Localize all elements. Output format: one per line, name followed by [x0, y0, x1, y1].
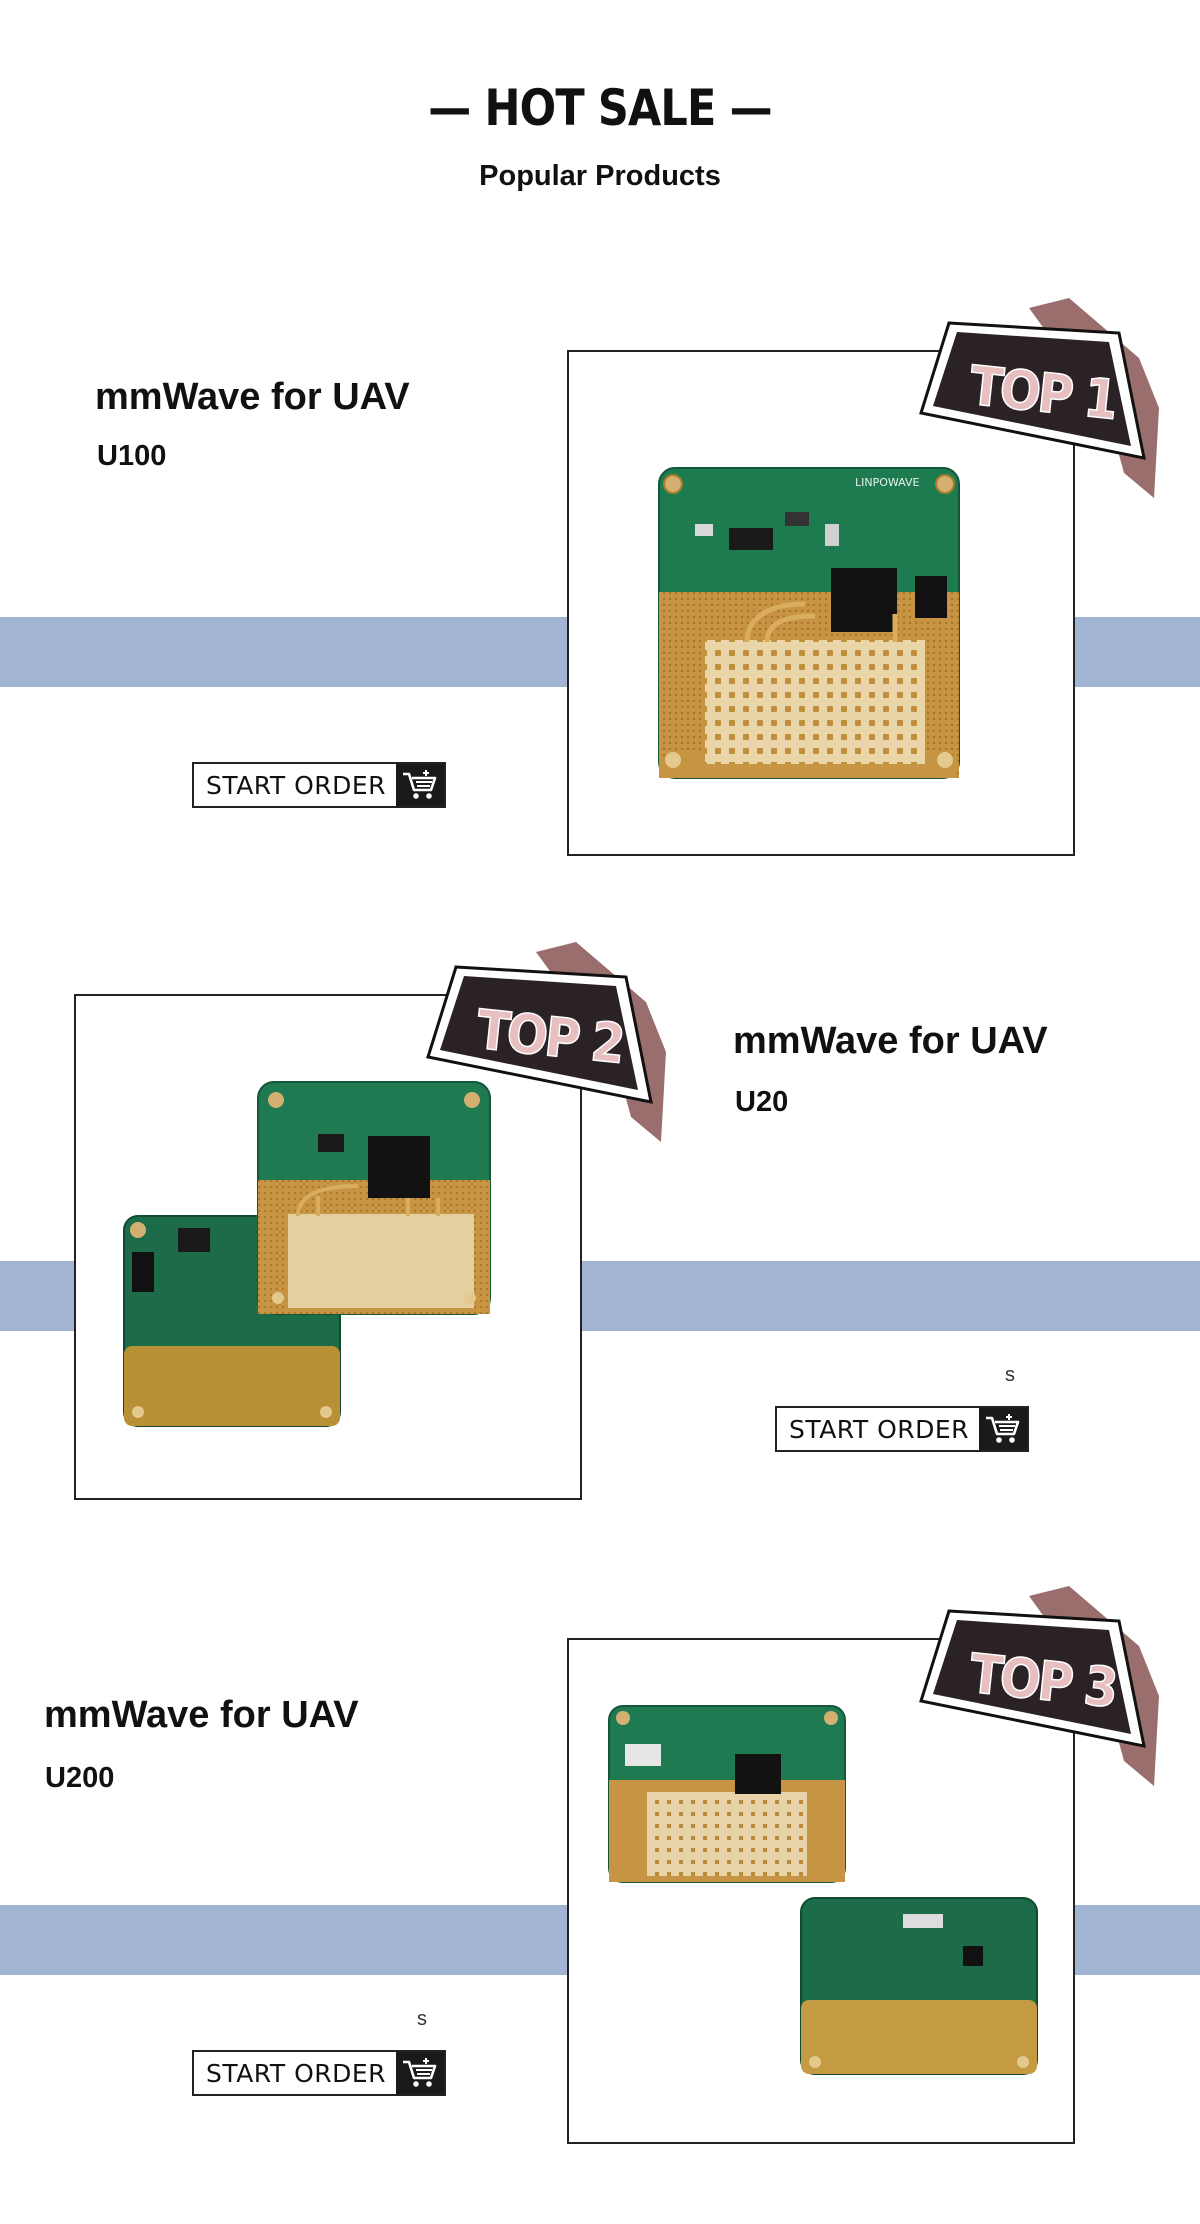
cart-icon [396, 2052, 445, 2094]
product-title: mmWave for UAV [95, 376, 410, 418]
product-section-u200: mmWave for UAV U200 s START ORDER [0, 1586, 1200, 2208]
start-order-button[interactable]: START ORDER [192, 2050, 447, 2096]
start-order-label: START ORDER [206, 770, 387, 800]
product-model: U20 [735, 1086, 789, 1118]
stray-character: s [1005, 1364, 1015, 1386]
start-order-button[interactable]: START ORDER [192, 762, 447, 808]
product-model: U200 [45, 1762, 115, 1794]
start-order-label: START ORDER [206, 2058, 387, 2088]
cart-icon [979, 1408, 1028, 1450]
product-image-frame: TOP 2 [74, 942, 666, 1500]
u20-board-image [123, 1081, 491, 1427]
product-section-u20: TOP 2 mmWave for UAV U20 s START ORDER [0, 942, 1200, 1564]
stray-character: s [417, 2008, 427, 2030]
popular-products-subtitle: Popular Products [479, 160, 721, 192]
start-order-button[interactable]: START ORDER [775, 1406, 1030, 1452]
top-badge-icon: TOP 2 [426, 942, 666, 1142]
start-order-label: START ORDER [789, 1414, 970, 1444]
board-brand-text: LINPOWAVE [855, 476, 920, 489]
product-title: mmWave for UAV [733, 1020, 1048, 1062]
u100-board-image: LINPOWAVE [658, 467, 960, 779]
product-title: mmWave for UAV [44, 1694, 359, 1736]
top-badge-icon: TOP 3 [919, 1586, 1159, 1786]
u200-board-image [608, 1705, 1038, 2075]
product-image-frame: LINPOWAVE TOP 1 [567, 298, 1159, 856]
product-model: U100 [97, 440, 167, 472]
hot-sale-title: — HOT SALE — [428, 79, 772, 137]
cart-icon [396, 764, 445, 806]
product-section-u100: mmWave for UAV U100 START ORDER [0, 298, 1200, 920]
product-image-frame: TOP 3 [567, 1586, 1159, 2144]
top-badge-icon: TOP 1 [919, 298, 1159, 498]
